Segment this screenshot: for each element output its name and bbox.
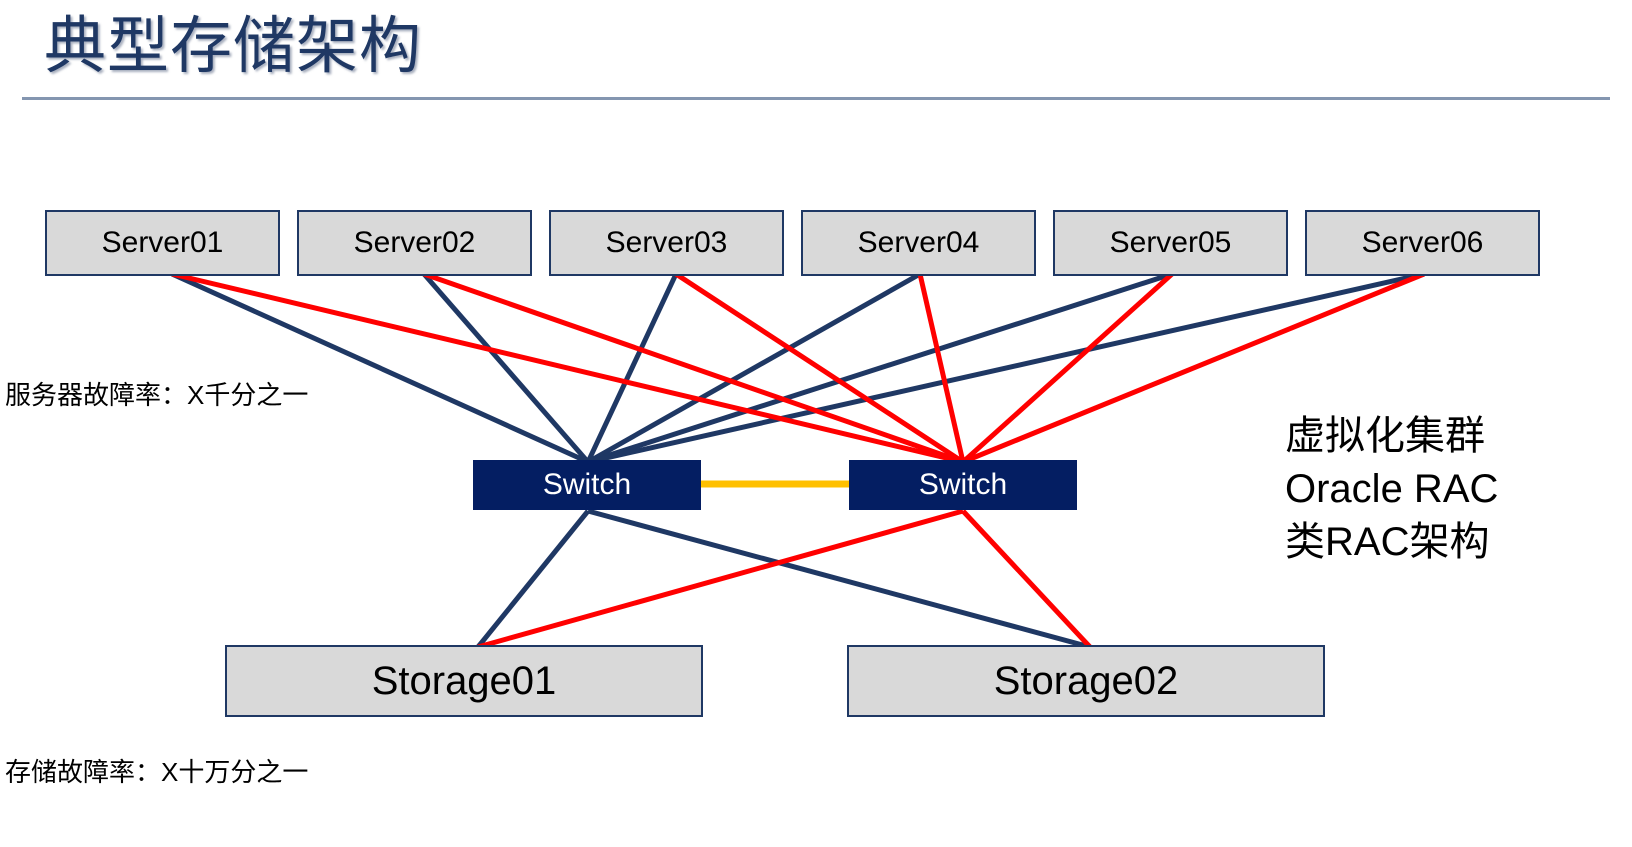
node-server04-label: Server04 (857, 226, 980, 259)
link-switch-b-storage02 (961, 509, 1092, 649)
node-server06[interactable]: Server06 (1305, 210, 1540, 276)
node-storage01[interactable]: Storage01 (225, 645, 703, 717)
node-storage02[interactable]: Storage02 (847, 645, 1325, 717)
title-divider (22, 97, 1610, 100)
link-server05-switch-a (587, 271, 1173, 465)
links-server-to-switch-a (170, 271, 1425, 465)
link-server01-switch-b (171, 271, 964, 465)
link-server03-switch-a (585, 272, 679, 464)
link-switch-a-storage02 (587, 508, 1091, 650)
page-title: 典型存储架构 (44, 12, 423, 81)
node-switch-b-label: Switch (918, 468, 1008, 501)
link-server05-switch-b (961, 272, 1174, 464)
node-server02[interactable]: Server02 (297, 210, 532, 276)
node-server06-label: Server06 (1361, 226, 1484, 259)
note-server-failure-rate: 服务器故障率：X千分之一 (5, 380, 309, 410)
node-switch-a-label: Switch (542, 468, 632, 501)
node-switch-b[interactable]: Switch (849, 460, 1077, 510)
link-switch-b-storage01 (477, 508, 964, 650)
link-switch-a-storage01 (476, 509, 590, 649)
node-server03-label: Server03 (605, 226, 728, 259)
node-server01[interactable]: Server01 (45, 210, 280, 276)
node-storage01-label: Storage01 (371, 658, 557, 703)
link-server06-switch-a (587, 271, 1425, 465)
link-server02-switch-b (423, 271, 964, 465)
node-server01-label: Server01 (101, 226, 224, 259)
link-server02-switch-a (422, 272, 590, 464)
node-server03[interactable]: Server03 (549, 210, 784, 276)
node-server02-label: Server02 (353, 226, 476, 259)
note-cluster-types: 虚拟化集群 Oracle RAC 类RAC架构 (1285, 410, 1498, 569)
links-switch-b-to-storage (477, 508, 1092, 650)
node-server04[interactable]: Server04 (801, 210, 1036, 276)
node-switch-a[interactable]: Switch (473, 460, 701, 510)
note-cluster-line-1: 虚拟化集群 (1285, 414, 1485, 458)
link-server04-switch-a (586, 271, 922, 465)
links-server-to-switch-b (171, 271, 1425, 465)
note-cluster-line-3: 类RAC架构 (1285, 520, 1490, 564)
links-switch-a-to-storage (476, 508, 1091, 650)
note-storage-failure-rate: 存储故障率：X十万分之一 (5, 757, 309, 787)
link-server04-switch-b (917, 273, 966, 463)
node-server05-label: Server05 (1109, 226, 1232, 259)
link-server06-switch-b (962, 271, 1425, 465)
note-cluster-line-2: Oracle RAC (1285, 467, 1499, 511)
node-storage02-label: Storage02 (993, 658, 1179, 703)
link-server03-switch-b (674, 271, 965, 465)
node-server05[interactable]: Server05 (1053, 210, 1288, 276)
link-server01-switch-a (170, 271, 590, 465)
